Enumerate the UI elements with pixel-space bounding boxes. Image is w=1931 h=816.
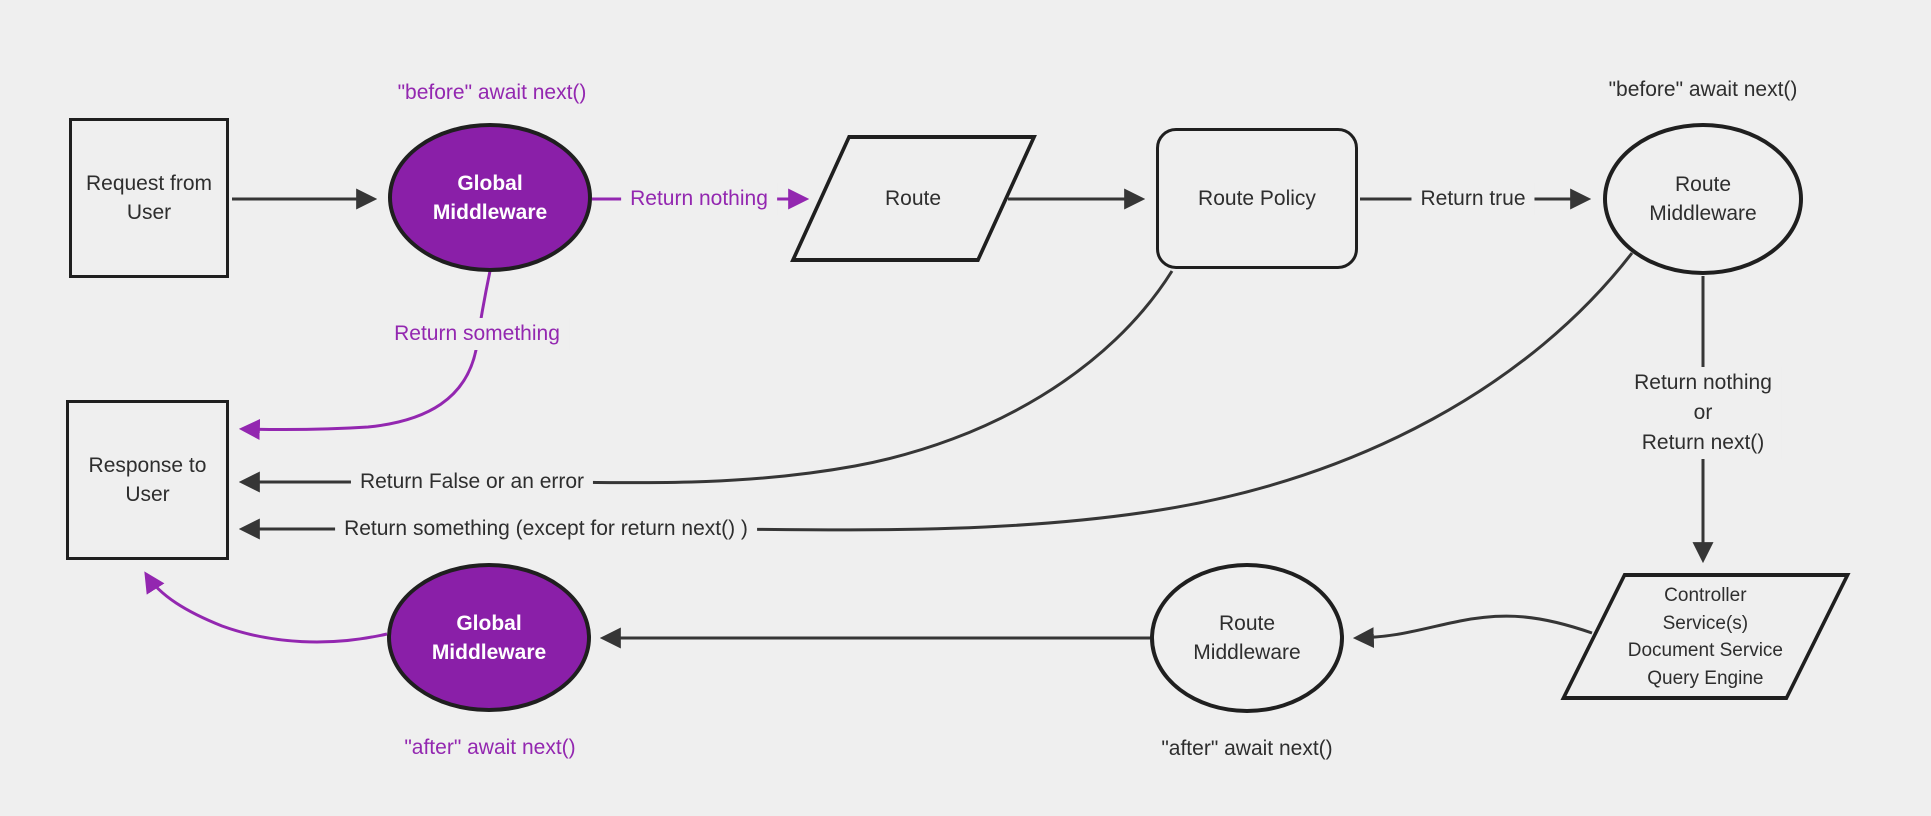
- label-return-nothing: Return nothing: [621, 183, 777, 215]
- node-global-middleware-bottom: Global Middleware: [387, 563, 591, 712]
- edge-route-middleware-to-response: [238, 252, 1634, 540]
- label-return-something: Return something: [385, 318, 569, 350]
- label-before-await-next-route: "before" await next(): [1608, 78, 1798, 101]
- node-controller-services-label: Controller Service(s) Document Service Q…: [1628, 582, 1783, 692]
- node-route-policy: Route Policy: [1156, 128, 1358, 269]
- label-return-nothing-or-next: Return nothing or Return next(): [1625, 367, 1781, 459]
- controller-line-3: Document Service: [1627, 639, 1784, 661]
- node-route-middleware-top-label: Route Middleware: [1649, 173, 1757, 225]
- node-route-middleware-bottom-label: Route Middleware: [1193, 612, 1301, 664]
- node-route-label: Route: [885, 187, 942, 210]
- node-response-to-user: Response to User: [66, 400, 229, 560]
- node-response-to-user-label: Response to User: [88, 454, 207, 506]
- controller-line-4: Query Engine: [1647, 667, 1764, 688]
- edge-global-middleware-bottom-to-response: [144, 571, 388, 644]
- label-return-nothing-or-next-line-3: Return next(): [1641, 431, 1765, 454]
- label-return-nothing-or-next-line-1: Return nothing: [1634, 371, 1772, 394]
- node-global-middleware-top: Global Middleware: [388, 123, 592, 272]
- controller-line-2: Service(s): [1662, 612, 1749, 633]
- node-global-middleware-top-label: Global Middleware: [432, 171, 548, 224]
- label-after-await-next-route: "after" await next(): [1161, 737, 1333, 760]
- node-route-middleware-top: Route Middleware: [1603, 123, 1803, 275]
- edge-controller-to-route-middleware-bottom: [1352, 614, 1593, 649]
- label-return-true: Return true: [1411, 183, 1535, 215]
- node-request-from-user-label: Request from User: [85, 172, 213, 224]
- node-route-policy-label: Route Policy: [1198, 187, 1316, 210]
- edge-global-middleware-return-something-to-response: [238, 270, 492, 440]
- label-return-nothing-or-next-line-2: or: [1693, 401, 1713, 424]
- controller-line-1: Controller: [1664, 584, 1747, 606]
- label-return-something-except: Return something (except for return next…: [335, 513, 757, 545]
- node-global-middleware-bottom-label: Global Middleware: [431, 611, 547, 664]
- label-before-await-next-global: "before" await next(): [397, 81, 587, 104]
- node-route-middleware-bottom: Route Middleware: [1150, 563, 1344, 713]
- node-request-from-user: Request from User: [69, 118, 229, 278]
- label-after-await-next-global: "after" await next(): [404, 736, 576, 759]
- label-return-false-or-error: Return False or an error: [350, 466, 594, 498]
- edge-route-policy-to-response: [238, 270, 1174, 493]
